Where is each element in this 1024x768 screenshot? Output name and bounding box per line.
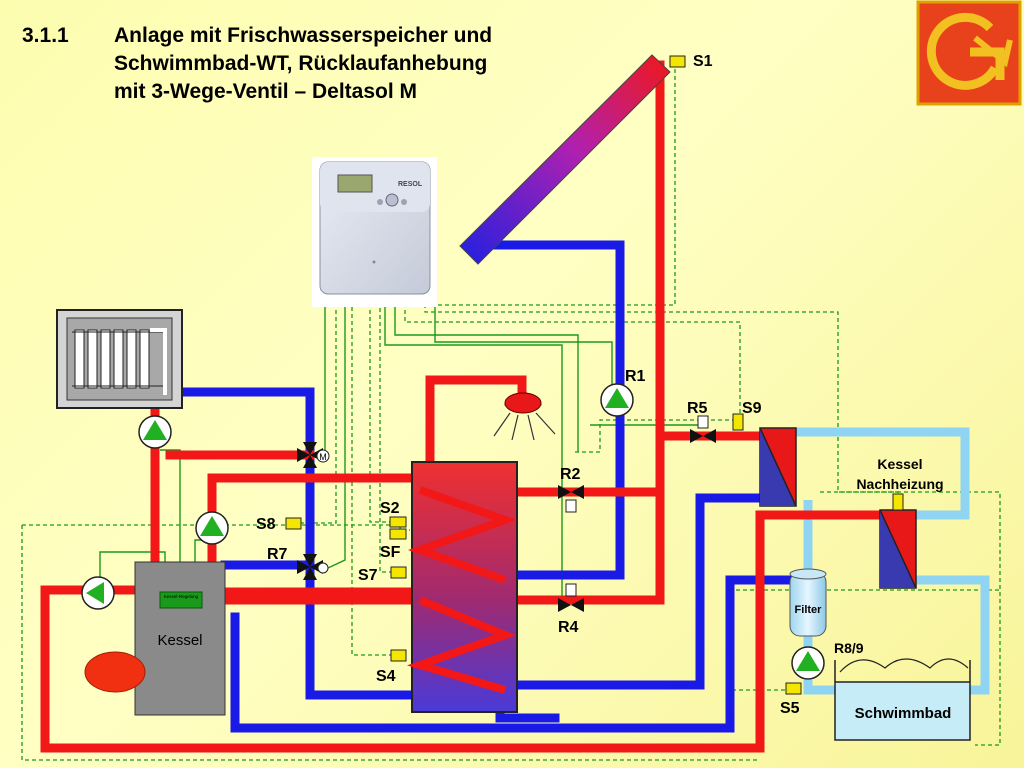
sensor-s5 <box>785 682 802 695</box>
company-logo <box>916 0 1022 106</box>
label-s7: S7 <box>358 567 378 584</box>
section-number: 3.1.1 <box>22 24 69 47</box>
pump-r1 <box>600 383 634 417</box>
boiler-label: Kessel <box>157 632 202 649</box>
sensor-s9 <box>732 413 744 431</box>
pump-boiler-return <box>195 511 229 545</box>
label-s1: S1 <box>693 53 713 70</box>
label-sf: SF <box>380 544 401 561</box>
diagram-labels: S1 R1 R5 S9 R2 R4 S2 SF S7 S4 S8 R7 S5 R… <box>256 53 951 722</box>
label-r1: R1 <box>625 368 646 385</box>
label-r2: R2 <box>560 466 581 483</box>
label-r4: R4 <box>558 619 579 636</box>
label-s8: S8 <box>256 516 276 533</box>
label-r89: R8/9 <box>834 640 864 656</box>
sensor-sf <box>389 528 407 540</box>
title-line-3: mit 3-Wege-Ventil – Deltasol M <box>114 80 418 103</box>
motor-label: M <box>319 452 327 462</box>
controller-brand: RESOL <box>398 181 423 188</box>
valve-r4 <box>558 583 584 612</box>
pump-r89 <box>791 646 825 680</box>
storage-tank <box>407 461 518 713</box>
sensor-s1 <box>669 55 686 68</box>
valve-r5 <box>690 415 716 443</box>
valve-r7 <box>297 554 329 580</box>
pool-filter <box>789 568 827 637</box>
burner <box>84 651 146 693</box>
label-r5: R5 <box>687 400 708 417</box>
radiator <box>56 309 183 409</box>
pool-pipes <box>795 427 990 695</box>
valves: M <box>297 415 716 612</box>
title-line-1: Anlage mit Frischwasserspeicher und <box>114 24 493 47</box>
title-line-2: Schwimmbad-WT, Rücklaufanhebung <box>114 52 488 75</box>
label-kessel-nachheizung-1: Kessel <box>877 456 922 472</box>
label-s4: S4 <box>376 668 396 685</box>
sensor-s7 <box>390 566 407 579</box>
label-s2: S2 <box>380 500 400 517</box>
sensors <box>285 55 904 695</box>
solar-collector <box>459 54 671 265</box>
boiler-controller <box>159 591 203 609</box>
label-schwimmbad: Schwimmbad <box>855 705 952 722</box>
label-s9: S9 <box>742 400 762 417</box>
label-r7: R7 <box>267 546 288 563</box>
sensor-s4 <box>390 649 407 662</box>
pump-heating <box>138 415 172 449</box>
label-s5: S5 <box>780 700 800 717</box>
sensor-s8 <box>285 517 302 530</box>
label-filter: Filter <box>795 604 823 616</box>
pumps <box>81 383 825 680</box>
boiler: Kessel-Regelung Kessel <box>84 561 226 716</box>
aux-heat-exchanger <box>879 509 917 589</box>
valve-r2 <box>558 485 584 513</box>
label-kessel-nachheizung-2: Nachheizung <box>856 476 943 492</box>
shower-tap <box>493 392 556 441</box>
sensor-kessel-nachheizung <box>892 493 904 511</box>
boiler-controller-label: Kessel-Regelung <box>164 594 199 599</box>
swimming-pool <box>834 658 971 741</box>
pump-boiler-circuit <box>81 576 115 610</box>
sensor-s2 <box>389 516 407 528</box>
resol-controller: RESOL <box>312 157 437 307</box>
valve-three-way-m: M <box>297 442 330 468</box>
pool-heat-exchanger <box>759 427 797 507</box>
